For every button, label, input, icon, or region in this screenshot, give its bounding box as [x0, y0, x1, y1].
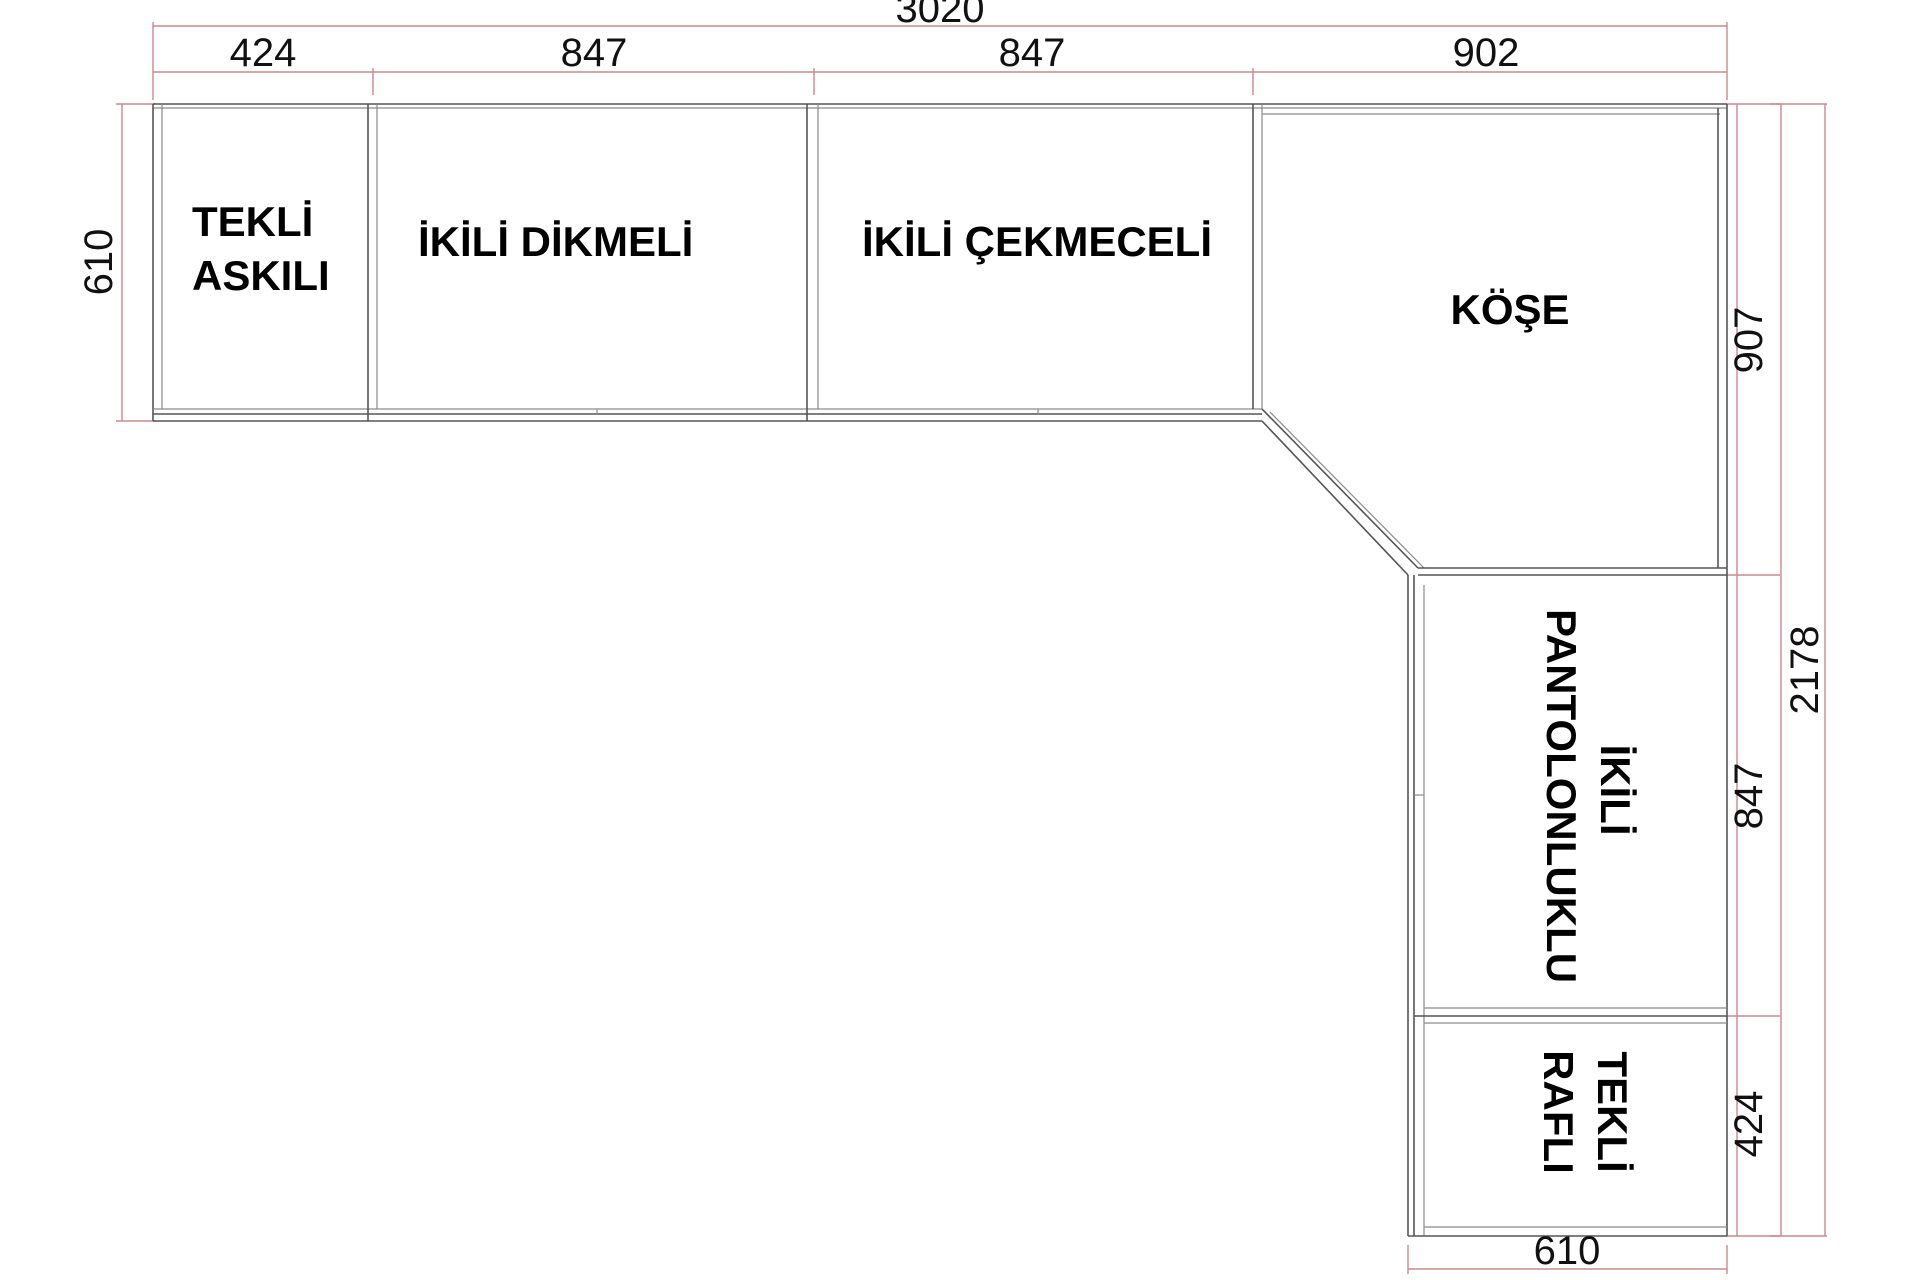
dim-seg2: 847 — [561, 31, 628, 75]
label-ikili-dikmeli: İKİLİ DİKMELİ — [418, 218, 693, 265]
dim-bottom-width: 610 — [1534, 1229, 1601, 1273]
label-tekli-rafli-line2: RAFLI — [1535, 1050, 1582, 1174]
label-kose: KÖŞE — [1450, 286, 1569, 333]
label-tekli-askili-line1: TEKLİ — [192, 198, 313, 245]
label-tekli-askili-line2: ASKILI — [192, 252, 330, 299]
dim-left-depth: 610 — [77, 229, 121, 296]
dim-right-847: 847 — [1727, 763, 1771, 830]
dimension-lines — [116, 22, 1827, 1274]
dim-seg3: 847 — [999, 31, 1066, 75]
dim-right-907: 907 — [1727, 307, 1771, 374]
label-ikili-pantolonluklu-line2: PANTOLONLUKLU — [1538, 609, 1585, 983]
dim-seg1: 424 — [230, 31, 297, 75]
dim-total-width: 3020 — [896, 0, 985, 31]
label-ikili-pantolonluklu-line1: İKİLİ — [1592, 745, 1639, 836]
dim-total-height: 2178 — [1783, 626, 1827, 715]
label-ikili-cekmeceli: İKİLİ ÇEKMECELİ — [862, 218, 1212, 265]
wardrobe-outline — [152, 103, 1728, 1237]
label-tekli-rafli-line1: TEKLİ — [1589, 1051, 1636, 1172]
dim-right-424: 424 — [1727, 1091, 1771, 1158]
dimension-labels: 3020 424 847 847 902 610 907 847 424 217… — [77, 0, 1827, 1273]
module-labels: TEKLİ ASKILI İKİLİ DİKMELİ İKİLİ ÇEKMECE… — [192, 198, 1639, 1174]
dim-seg4: 902 — [1453, 31, 1520, 75]
